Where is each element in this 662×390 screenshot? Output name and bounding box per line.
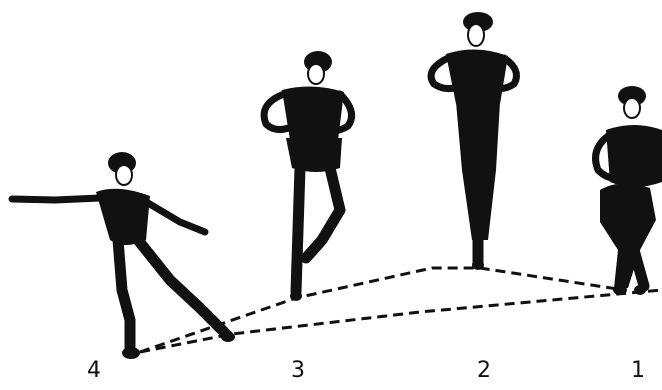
position-label-4: 4 [82, 360, 106, 382]
dancer-position-2 [431, 12, 516, 270]
position-label-1: 1 [626, 360, 650, 382]
floor-path [140, 268, 662, 352]
dancer-position-4 [12, 152, 235, 359]
dancer-position-3 [264, 51, 351, 301]
dancer-position-1 [596, 86, 662, 295]
position-label-2: 2 [472, 360, 496, 382]
position-label-3: 3 [286, 360, 310, 382]
